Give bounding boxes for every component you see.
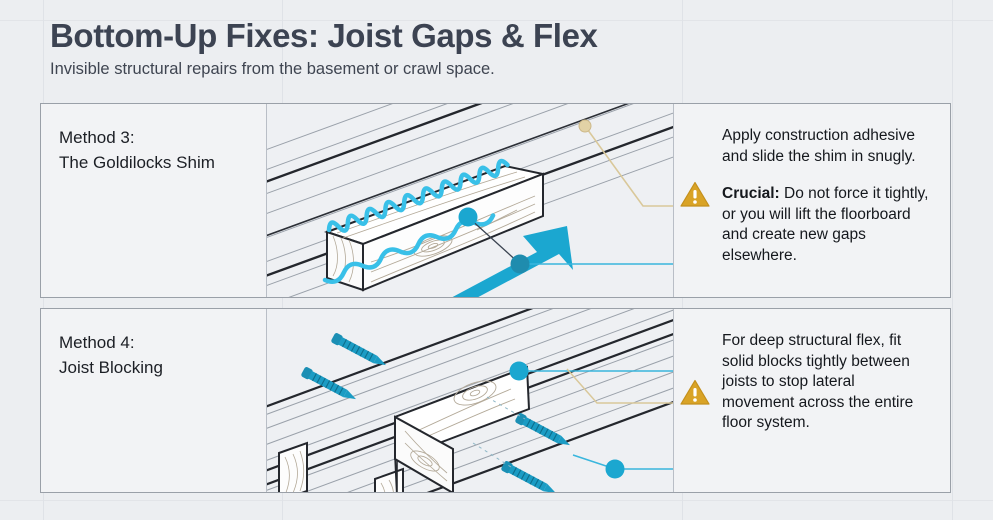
warning-body: Do not force it tightly, or you will lif… xyxy=(722,185,929,265)
grid-line-vertical xyxy=(952,0,953,520)
method-label-line-1: Method 4: xyxy=(59,333,135,352)
method-label-line-2: Joist Blocking xyxy=(59,357,163,377)
callout-dot xyxy=(509,361,529,381)
method-label-line-1: Method 3: xyxy=(59,128,135,147)
callout-dot xyxy=(605,459,625,479)
method-body-text: For deep structural flex, fit solid bloc… xyxy=(722,332,914,432)
blocking-illustration-svg xyxy=(267,309,673,492)
method-body-text: Apply construction adhesive and slide th… xyxy=(722,127,916,165)
callout-dot xyxy=(510,254,530,274)
page-title: Bottom-Up Fixes: Joist Gaps & Flex xyxy=(50,17,598,54)
joist-blocking-with-screws-illustration xyxy=(267,309,674,492)
method-label-line-2: The Goldilocks Shim xyxy=(59,152,215,172)
callout-dot-warning xyxy=(578,119,592,133)
method-row-3: Method 3: The Goldilocks Shim xyxy=(40,103,951,298)
shim-into-joist-gap-illustration xyxy=(267,104,674,297)
callout-dot xyxy=(458,207,478,227)
warning-triangle-icon xyxy=(680,379,710,405)
warning-triangle-icon xyxy=(680,181,710,207)
method-warning-text: Crucial: Do not force it tightly, or you… xyxy=(722,184,930,266)
page-subtitle: Invisible structural repairs from the ba… xyxy=(50,59,495,78)
method-text-cell: Apply construction adhesive and slide th… xyxy=(674,104,950,297)
method-row-4: Method 4: Joist Blocking xyxy=(40,308,951,493)
method-label-cell: Method 4: Joist Blocking xyxy=(41,309,267,492)
screw-icon xyxy=(499,459,560,492)
screw-icon xyxy=(513,411,574,451)
grid-line-horizontal xyxy=(0,500,993,501)
insertion-arrow xyxy=(452,226,573,297)
header: Bottom-Up Fixes: Joist Gaps & Flex Invis… xyxy=(50,18,950,79)
warning-prefix: Crucial: xyxy=(722,185,780,203)
shim-illustration-svg xyxy=(267,104,673,297)
method-label-cell: Method 3: The Goldilocks Shim xyxy=(41,104,267,297)
method-text-cell: For deep structural flex, fit solid bloc… xyxy=(674,309,950,492)
